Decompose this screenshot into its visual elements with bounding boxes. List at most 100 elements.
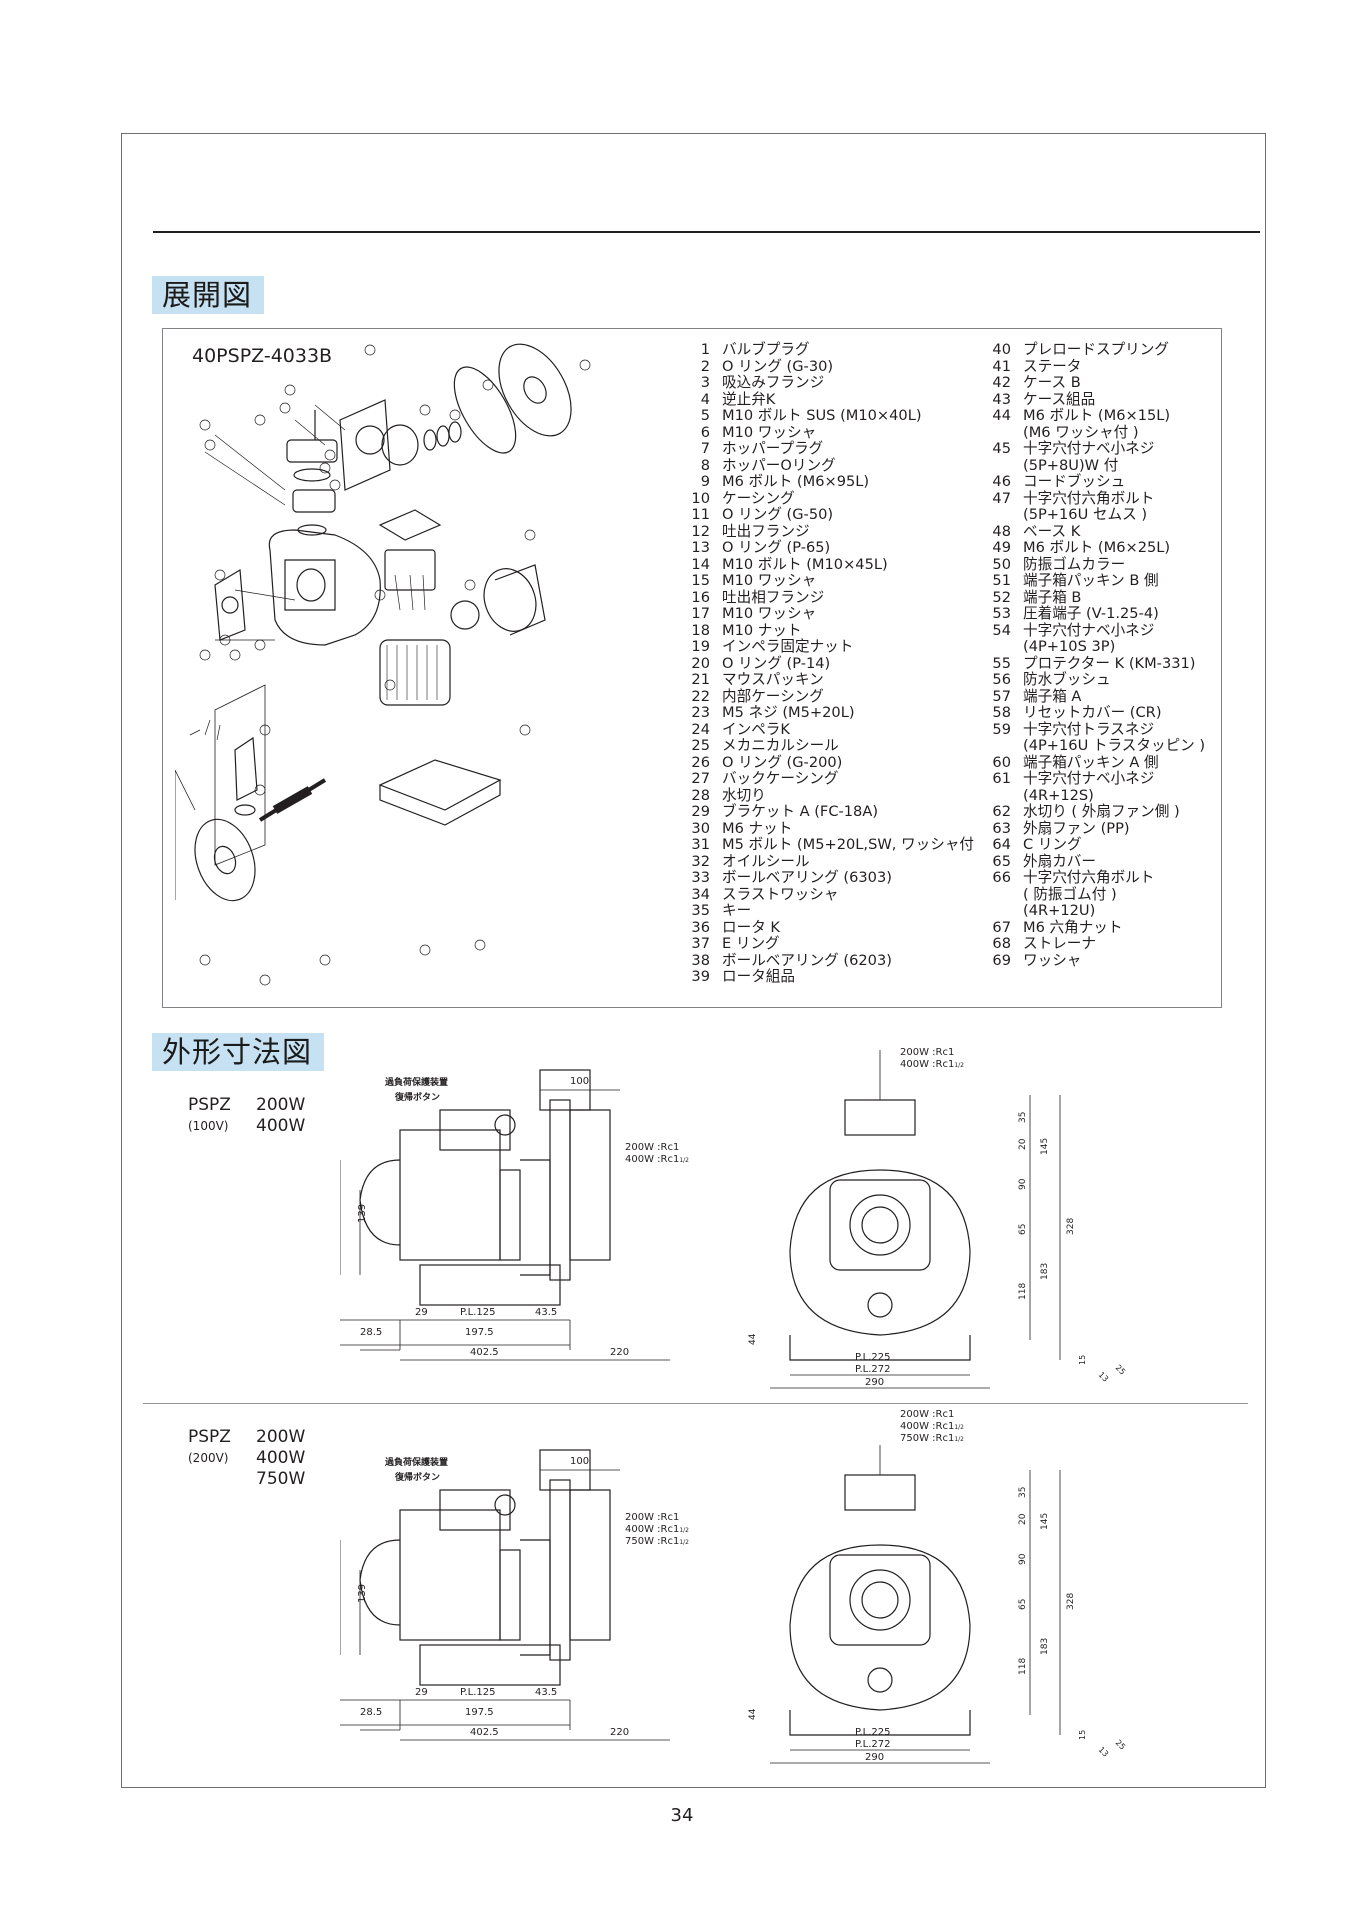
part-number: 27 <box>691 770 710 787</box>
part-name: (4P+16U トラスタッピン ) <box>1023 737 1206 754</box>
dim-text: 750W :Rc11/2 <box>625 1536 689 1547</box>
part-number: 6 <box>700 423 710 441</box>
part-name: オイルシール <box>722 852 810 870</box>
part-name: ステータ <box>1023 357 1082 375</box>
part-name: 十字穴付ナベ小ネジ <box>1023 440 1155 457</box>
part-number: 29 <box>691 803 710 820</box>
part-number: 48 <box>992 522 1011 540</box>
part-name: 逆止弁K <box>722 390 776 408</box>
part-name: 十字穴付ナベ小ネジ <box>1023 621 1155 639</box>
dim-text: P.L.225 <box>855 1727 891 1738</box>
part-number: 8 <box>700 456 710 474</box>
part-number: 17 <box>691 605 710 622</box>
dim-text: 65 <box>1018 1599 1028 1610</box>
part-number: 25 <box>691 737 710 754</box>
dim-text: 28.5 <box>360 1327 382 1338</box>
part-number: 51 <box>992 572 1011 589</box>
group2-watt: 200W <box>256 1427 306 1447</box>
dim-text: 15 <box>1078 1730 1087 1740</box>
dim-text: 400W :Rc11/2 <box>900 1421 964 1432</box>
part-name: 外扇ファン (PP) <box>1023 819 1130 837</box>
group1-watt: 200W <box>256 1095 306 1115</box>
dim-text: 197.5 <box>465 1707 494 1718</box>
part-name: ボールベアリング (6203) <box>722 951 892 969</box>
model-number: 40PSPZ-4033B <box>192 345 333 367</box>
group2-watt: 750W <box>256 1469 306 1489</box>
dim-text: 43.5 <box>535 1307 557 1318</box>
part-name: リセットカバー (CR) <box>1023 704 1162 721</box>
part-name: コードブッシュ <box>1023 473 1126 490</box>
part-number: 34 <box>691 885 710 903</box>
part-name: O リング (G-50) <box>722 506 834 523</box>
part-name: マウスパッキン <box>722 671 824 688</box>
dim-text: 65 <box>1018 1224 1028 1235</box>
part-name: (4R+12S) <box>1023 786 1094 804</box>
part-name: ワッシャ <box>1023 951 1082 969</box>
part-number: 19 <box>691 638 710 655</box>
part-name: スラストワッシャ <box>722 885 839 903</box>
part-number: 37 <box>691 935 710 952</box>
part-name: M10 ナット <box>722 621 802 639</box>
page-frame <box>121 133 1266 1788</box>
dim-text: 145 <box>1040 1513 1050 1530</box>
part-number: 69 <box>992 951 1011 969</box>
dim-text: 復帰ボタン <box>394 1471 440 1483</box>
part-number: 66 <box>992 869 1011 886</box>
part-name: O リング (P-65) <box>722 539 831 556</box>
exploded-view-drawing <box>175 343 591 986</box>
part-number: 36 <box>691 918 710 936</box>
part-item: (M6 ワッシャ付 ) <box>982 424 1205 442</box>
group1-model: PSPZ (100V) <box>188 1095 231 1133</box>
dim-text: 402.5 <box>470 1727 499 1738</box>
part-name: プロテクター K (KM-331) <box>1023 654 1196 672</box>
part-number: 62 <box>992 803 1011 820</box>
dim-text: 200W :Rc1 <box>900 1047 954 1058</box>
part-number: 50 <box>992 555 1011 573</box>
part-name: 吸込みフランジ <box>722 374 825 391</box>
part-number: 54 <box>992 621 1011 639</box>
dim-text: 402.5 <box>470 1347 499 1358</box>
dim-text: 750W :Rc11/2 <box>900 1433 964 1444</box>
dim-text: 29 <box>415 1687 428 1698</box>
part-number: 53 <box>992 605 1011 622</box>
dim-text: 25 <box>1114 1738 1128 1752</box>
part-name: ケース組品 <box>1023 390 1096 408</box>
part-item: (4R+12U) <box>982 902 1205 920</box>
part-number: 46 <box>992 473 1011 490</box>
group1-watt: 400W <box>256 1116 306 1136</box>
part-name: ストレーナ <box>1023 935 1096 952</box>
part-name: 端子箱 A <box>1023 687 1082 705</box>
part-name: M5 ネジ (M5+20L) <box>722 704 855 721</box>
dim-text: 290 <box>865 1752 884 1763</box>
part-name: C リング <box>1023 836 1082 853</box>
part-name: 水切り <box>722 786 766 804</box>
part-name: M10 ワッシャ <box>722 572 817 589</box>
